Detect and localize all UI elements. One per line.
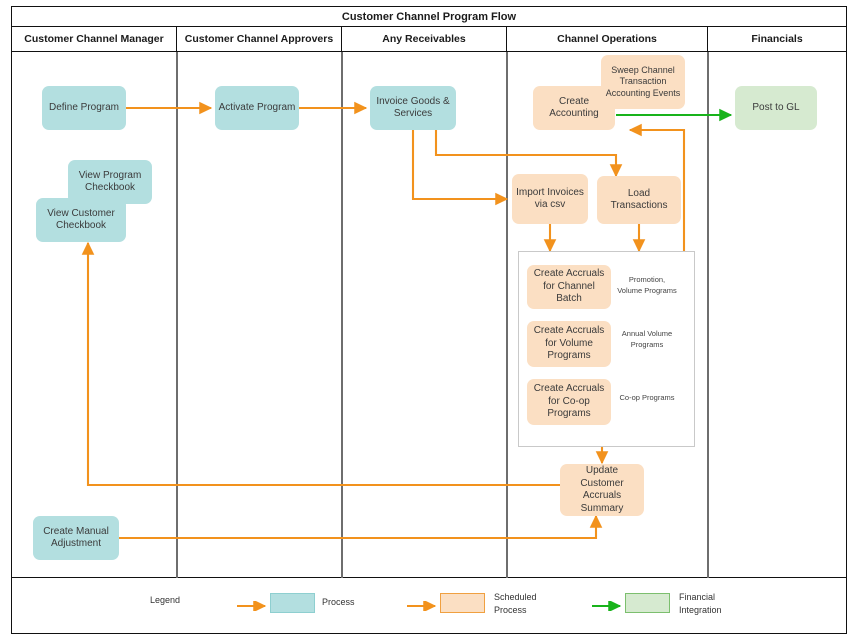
node-define-program[interactable]: Define Program xyxy=(42,86,126,130)
legend-label-scheduled-process: Scheduled Process xyxy=(494,592,537,615)
accrual-group-container xyxy=(518,251,695,447)
swimlane-header-row: Customer Channel Manager Customer Channe… xyxy=(12,27,846,52)
node-post-to-gl[interactable]: Post to GL xyxy=(735,86,817,130)
lane-divider-2 xyxy=(341,52,343,578)
node-import-invoices-via-csv[interactable]: Import Invoices via csv xyxy=(512,174,588,224)
lane-header-channel-operations: Channel Operations xyxy=(507,27,708,51)
node-activate-program[interactable]: Activate Program xyxy=(215,86,299,130)
legend-swatch-scheduled-process xyxy=(440,593,485,613)
node-create-accruals-for-co-op-programs[interactable]: Create Accruals for Co-op Programs xyxy=(527,379,611,425)
annotation-promotion-volume-programs: Promotion, Volume Programs xyxy=(617,275,677,295)
node-create-accruals-for-volume-programs[interactable]: Create Accruals for Volume Programs xyxy=(527,321,611,367)
annotation-co-op-programs: Co-op Programs xyxy=(619,393,675,402)
legend-arrow-scheduled-process xyxy=(407,598,445,616)
node-view-customer-checkbook[interactable]: View Customer Checkbook xyxy=(36,198,126,242)
node-sweep-channel-transaction-accounting-events[interactable]: Sweep Channel Transaction Accounting Eve… xyxy=(601,55,685,109)
legend-label-financial-integration: Financial Integration xyxy=(679,592,722,615)
legend-swatch-process xyxy=(270,593,315,613)
legend-swatch-financial-integration xyxy=(625,593,670,613)
node-create-manual-adjustment[interactable]: Create Manual Adjustment xyxy=(33,516,119,560)
lane-divider-4 xyxy=(707,52,709,578)
node-update-customer-accruals-summary[interactable]: Update Customer Accruals Summary xyxy=(560,464,644,516)
lane-header-financials: Financials xyxy=(751,33,803,45)
annotation-annual-volume-programs: Annual Volume Programs xyxy=(621,329,673,349)
node-invoice-goods-and-services[interactable]: Invoice Goods & Services xyxy=(370,86,456,130)
lane-divider-3 xyxy=(506,52,508,578)
lane-header-any-receivables: Any Receivables xyxy=(342,27,507,51)
legend-label-process: Process xyxy=(322,597,355,607)
lane-divider-1 xyxy=(176,52,178,578)
lane-header-customer-channel-approvers: Customer Channel Approvers xyxy=(177,27,342,51)
lane-header-customer-channel-manager: Customer Channel Manager xyxy=(12,27,177,51)
node-create-accruals-for-channel-batch[interactable]: Create Accruals for Channel Batch xyxy=(527,265,611,309)
legend: Legend Process Scheduled Process xyxy=(12,583,846,633)
node-view-program-checkbook[interactable]: View Program Checkbook xyxy=(68,160,152,204)
legend-arrow-financial-integration xyxy=(592,598,630,616)
legend-title: Legend xyxy=(150,595,181,605)
node-load-transactions[interactable]: Load Transactions xyxy=(597,176,681,224)
swimlane-body xyxy=(12,52,846,578)
legend-arrow-process xyxy=(237,598,275,616)
diagram-title: Customer Channel Program Flow xyxy=(12,7,846,27)
